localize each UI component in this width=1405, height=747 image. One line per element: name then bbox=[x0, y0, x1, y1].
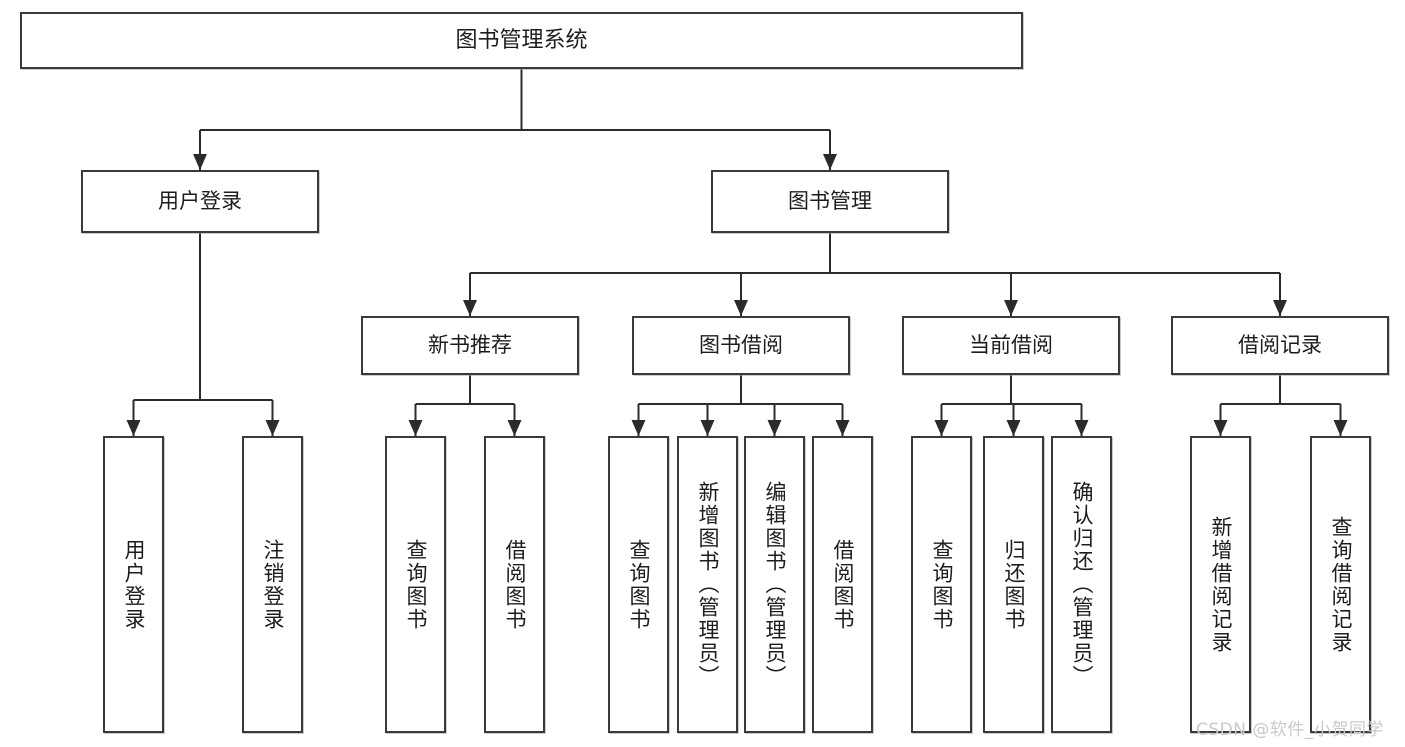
node-leaf-borrow-book-2[interactable]: 借阅图书 bbox=[812, 436, 873, 733]
node-label: 新增借阅记录 bbox=[1209, 515, 1233, 654]
node-leaf-add-book[interactable]: 新增图书（管理员） bbox=[677, 436, 738, 733]
node-label: 新增图书（管理员） bbox=[696, 481, 720, 688]
node-leaf-add-record[interactable]: 新增借阅记录 bbox=[1190, 436, 1251, 733]
node-root[interactable]: 图书管理系统 bbox=[20, 12, 1023, 69]
node-label: 编辑图书（管理员） bbox=[763, 481, 787, 688]
node-leaf-query-book-2[interactable]: 查询图书 bbox=[608, 436, 669, 733]
node-leaf-borrow-book-1[interactable]: 借阅图书 bbox=[484, 436, 545, 733]
node-book-borrow[interactable]: 图书借阅 bbox=[632, 316, 850, 375]
node-label: 图书管理系统 bbox=[455, 27, 588, 53]
node-leaf-query-book-1[interactable]: 查询图书 bbox=[385, 436, 446, 733]
node-label: 借阅记录 bbox=[1238, 333, 1322, 358]
node-label: 归还图书 bbox=[1002, 538, 1026, 631]
node-label: 图书借阅 bbox=[699, 333, 783, 358]
node-leaf-return-book[interactable]: 归还图书 bbox=[983, 436, 1044, 733]
node-label: 查询借阅记录 bbox=[1329, 515, 1353, 654]
node-label: 图书管理 bbox=[788, 189, 872, 214]
node-new-book-rec[interactable]: 新书推荐 bbox=[361, 316, 579, 375]
node-label: 注销登录 bbox=[261, 538, 285, 631]
node-label: 确认归还（管理员） bbox=[1070, 481, 1094, 688]
node-label: 查询图书 bbox=[627, 538, 651, 631]
node-leaf-query-book-3[interactable]: 查询图书 bbox=[911, 436, 972, 733]
watermark: CSDN @软件_小贺同学 bbox=[1196, 720, 1384, 740]
node-label: 查询图书 bbox=[930, 538, 954, 631]
node-leaf-user-login[interactable]: 用户登录 bbox=[103, 436, 164, 733]
node-leaf-edit-book[interactable]: 编辑图书（管理员） bbox=[744, 436, 805, 733]
node-leaf-query-record[interactable]: 查询借阅记录 bbox=[1310, 436, 1371, 733]
node-label: 借阅图书 bbox=[503, 538, 527, 631]
node-book-manage[interactable]: 图书管理 bbox=[711, 170, 949, 233]
node-label: 用户登录 bbox=[158, 189, 242, 214]
node-current-borrow[interactable]: 当前借阅 bbox=[902, 316, 1120, 375]
node-leaf-logout-login[interactable]: 注销登录 bbox=[242, 436, 303, 733]
node-leaf-confirm-return[interactable]: 确认归还（管理员） bbox=[1051, 436, 1112, 733]
node-borrow-record[interactable]: 借阅记录 bbox=[1171, 316, 1389, 375]
node-label: 查询图书 bbox=[404, 538, 428, 631]
node-label: 借阅图书 bbox=[831, 538, 855, 631]
node-label: 当前借阅 bbox=[969, 333, 1053, 358]
node-label: 新书推荐 bbox=[428, 333, 512, 358]
node-user-login[interactable]: 用户登录 bbox=[81, 170, 319, 233]
node-label: 用户登录 bbox=[122, 538, 146, 631]
